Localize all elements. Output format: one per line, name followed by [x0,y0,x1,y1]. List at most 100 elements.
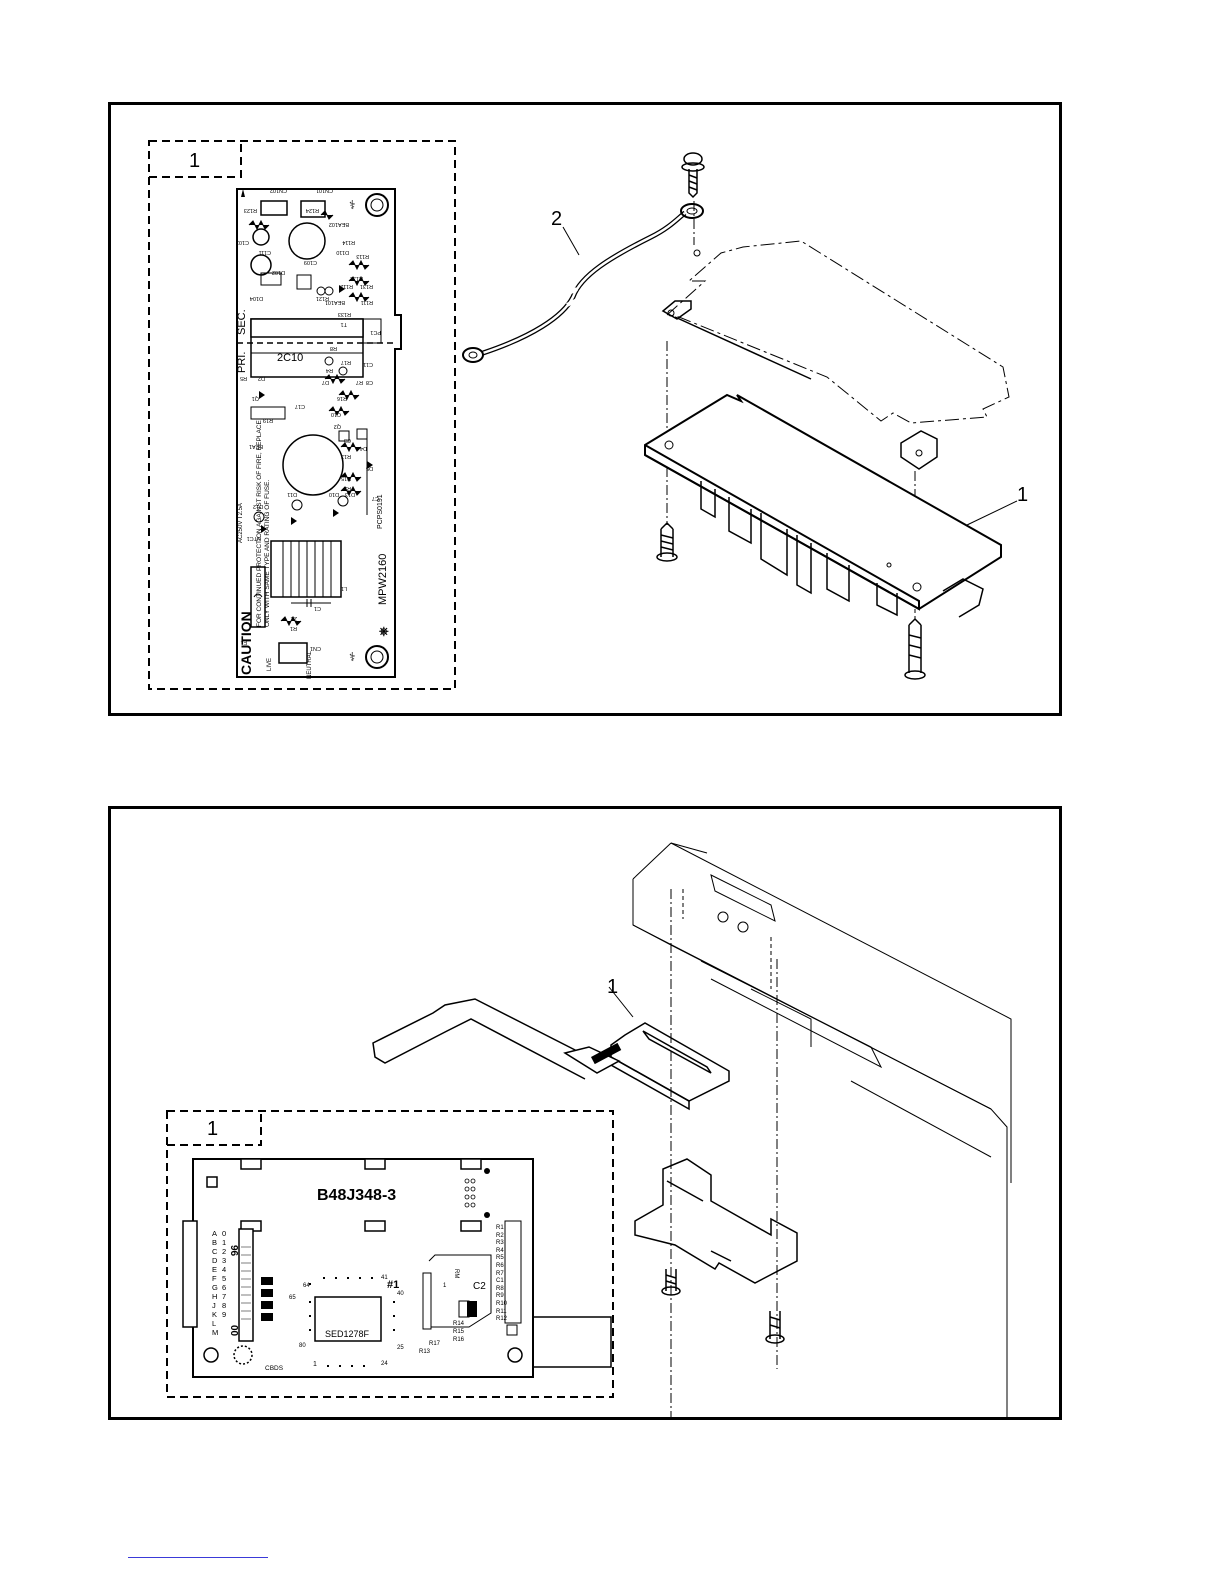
r14-label: R14 [453,1321,465,1327]
row-digit: 5 [222,1274,227,1283]
conn-top: 96 [228,1245,239,1257]
row-digit: 4 [222,1265,227,1274]
resistor-label: R7 [496,1270,504,1277]
r16-label: R16 [453,1337,465,1343]
r13-label: R13 [419,1349,431,1355]
svg-text:⎈: ⎈ [379,624,389,638]
inset-dashed-border-bottom [166,1110,614,1398]
capacitor-c111 [288,222,326,260]
conn-bottom: 00 [228,1325,239,1337]
resistor-label: R8 [496,1285,504,1292]
row-letter: D [212,1256,218,1265]
row-digit: 9 [222,1310,227,1319]
screw-top [681,152,705,199]
row-digit: 7 [222,1292,227,1301]
resistor-label: R11 [496,1308,507,1315]
pin-40: 40 [397,1291,404,1297]
pin-24: 24 [381,1361,388,1367]
row-letter: G [212,1283,218,1292]
controller-chip [314,1296,382,1342]
row-digit: 2 [222,1247,227,1256]
resistor-label: R3 [496,1240,504,1247]
row-digit: 6 [222,1283,227,1292]
pin-64: 64 [303,1283,310,1289]
callout-2-leader [562,226,580,256]
row-letter: M [212,1328,219,1337]
psu-pcb-outline [236,188,402,678]
row-digit: 1 [222,1238,227,1247]
unit-callout-bottom: 1 [607,976,618,998]
row-letter: K [212,1310,218,1319]
resistor-label: R6 [496,1263,504,1269]
row-letter: B [212,1238,218,1247]
connector-cn102 [260,200,288,216]
r15-label: R15 [453,1329,465,1335]
resistor-label: R10 [496,1301,508,1307]
pin-80: 80 [299,1343,306,1349]
mount-hole-bottom [365,645,389,669]
row-letter: F [212,1274,217,1283]
resistor-label: R9 [496,1293,504,1300]
inset-label-box [149,141,242,178]
board-callout-leader [608,986,634,1018]
power-supply-drawing: 1 2C10 [148,140,456,690]
row-letter: E [212,1265,218,1274]
pin-25: 25 [397,1345,404,1351]
lcd-exploded-view: 1 1 [166,842,1012,1417]
unit-callout: 1 [1017,484,1028,506]
resistor-label: R4 [496,1247,504,1254]
line-filter-l1 [270,540,342,598]
wire-callout: 2 [551,208,562,230]
lcd-board-id: B48J348-3 [317,1187,397,1204]
row-letter: C [212,1247,218,1256]
connector-cn1 [278,642,308,664]
ring-terminal-right [680,203,704,219]
screw-right [904,617,926,680]
lcd-driver-board [610,1022,730,1111]
resistor-label: R1 [496,1225,504,1231]
pin-41: 41 [381,1275,388,1281]
svg-text:⚕: ⚕ [349,198,356,212]
jumper-blocks [261,1277,273,1321]
mount-hole-top [365,193,389,217]
inset-callout: 1 [189,150,200,172]
inset-callout-bottom: 1 [207,1118,218,1140]
psu-board-plate [644,393,1002,611]
cbds-label: CBDS [265,1365,284,1372]
flat-ribbon-cable [372,998,621,1080]
rm-label: RM [453,1269,459,1279]
svg-text:⚕: ⚕ [349,650,356,664]
psu-under-components [700,481,984,618]
row-digit: 0 [222,1229,227,1238]
resistor-label: R5 [496,1255,504,1262]
row-letter: H [212,1292,218,1301]
flex-cable-stub [533,1316,612,1368]
inset-dashed-border [148,140,456,690]
resistor-label: R12 [496,1316,508,1323]
pin-65: 65 [289,1295,296,1301]
row-letter: L [212,1319,217,1328]
footer-rule [128,1557,268,1558]
lcd-controller-figure: 1 1 [108,806,1062,1420]
ring-terminal-left [462,347,484,363]
pin-label-1: 1 [443,1283,447,1289]
cap-c2: C2 [473,1281,486,1292]
psu-exploded-view: 2 1 [462,152,1028,680]
lcd-chip-name: SED1278F [325,1329,370,1339]
capacitor-c3 [282,434,344,496]
power-supply-figure: 1 2C10 [108,102,1062,716]
screw-left [656,521,678,562]
chassis-frame [632,842,1012,1417]
row-letter: A [212,1229,218,1238]
resistor-label: R2 [496,1232,504,1239]
resistor-label: C1 [496,1278,504,1285]
pin-1: 1 [313,1361,317,1368]
mounting-bracket [634,1158,798,1284]
screw-bracket-left [661,1269,681,1296]
pin-header [238,1228,254,1342]
row-letter: J [212,1301,216,1310]
transformer-label: 2C10 [277,352,303,364]
cover-plate [665,240,1010,424]
r17-label: R17 [429,1341,441,1347]
row-digit: 8 [222,1301,227,1310]
